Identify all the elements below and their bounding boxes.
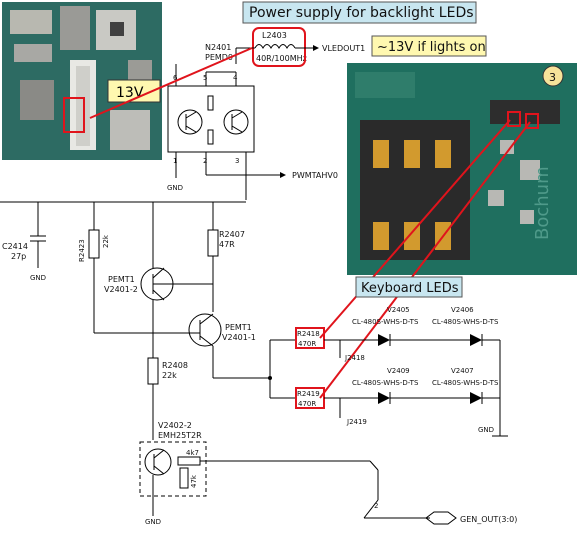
r2419-value: 470R	[298, 400, 316, 408]
pin-1-label: 1	[173, 157, 177, 165]
pemt1-b-part: V2401-1	[222, 333, 256, 342]
n2401-ref: N2401	[205, 43, 231, 52]
r2408-value: 22k	[162, 371, 177, 380]
photo-right: Bochum 3	[347, 63, 577, 275]
c2414-capacitor: C2414 27p GND	[2, 202, 46, 282]
pemt1-v2401-2: PEMT1 V2401-2	[104, 267, 213, 301]
v2402-ref: V2402-2	[158, 421, 192, 430]
callout-keyboard-leds: Keyboard LEDs	[355, 276, 463, 298]
gnd-n2401: GND	[167, 184, 183, 192]
pemt1-b-ref: PEMT1	[225, 323, 252, 332]
diagram-title: Power supply for backlight LEDs	[249, 5, 474, 21]
r2408-ref: R2408	[162, 361, 188, 370]
c2414-value: 27p	[11, 252, 26, 261]
v2407-part: CL-480S-WHS-D-TS	[432, 379, 499, 387]
pemt1-a-part: V2401-2	[104, 285, 138, 294]
n2401-block: N2401 PEMD9 6 5 4 1 2 3 GND	[167, 43, 255, 200]
l2403-ref: L2403	[262, 31, 287, 40]
bus-index: 2	[374, 502, 378, 510]
photo-right-highlight-b	[525, 113, 539, 129]
l2403-inductor: L2403 40R/100MHz VLEDOUT1	[235, 27, 365, 67]
l2403-value: 40R/100MHz	[256, 54, 307, 63]
label-13v: 13V	[116, 85, 144, 101]
r2423-value: 22k	[102, 234, 110, 248]
n2401-part: PEMD9	[205, 53, 233, 62]
gen-out-bus: 2 GEN_OUT(3:0)	[363, 460, 517, 525]
pemt1-a-ref: PEMT1	[108, 275, 135, 284]
pemt1-v2401-1: PEMT1 V2401-1	[188, 313, 270, 379]
r2407-ref: R2407	[219, 230, 245, 239]
r2418-branch: R2418 470R J2418 V2405 CL-480S-WHS-D-TS …	[270, 306, 500, 362]
v2406-part: CL-480S-WHS-D-TS	[432, 318, 499, 326]
photo-watermark: Bochum	[532, 166, 553, 240]
r2418-value: 470R	[298, 340, 316, 348]
v2402-2-block: V2402-2 EMH25T2R 4k7 47k GND	[139, 421, 370, 526]
v2405-part: CL-480S-WHS-D-TS	[352, 318, 419, 326]
r-4k7: 4k7	[186, 449, 199, 457]
r2418-ref: R2418	[297, 330, 320, 338]
r2419-branch: R2419 470R J2419 V2409 CL-480S-WHS-D-TS …	[270, 367, 500, 426]
photo-left	[2, 2, 162, 160]
r2419-ref: R2419	[297, 390, 320, 398]
r-47k: 47k	[190, 474, 198, 488]
v2405-ref: V2405	[387, 306, 410, 314]
callout-keyboard-text: Keyboard LEDs	[361, 281, 459, 296]
gen-out-label: GEN_OUT(3:0)	[460, 515, 517, 524]
vledout-label: VLEDOUT1	[322, 44, 365, 53]
gnd-c2414: GND	[30, 274, 46, 282]
pwm-label: PWMTAHV0	[292, 171, 338, 180]
r2423-resistor: R2423 22k	[78, 202, 190, 334]
j2418-label: J2418	[344, 354, 365, 362]
c2414-ref: C2414	[2, 242, 28, 251]
pin-5-label: 5	[203, 74, 207, 82]
j2419-label: J2419	[346, 418, 367, 426]
callout-13v-on-text: ~13V if lights on	[377, 40, 486, 55]
photo-marker-3: 3	[549, 71, 556, 84]
gnd-v2402: GND	[145, 518, 161, 526]
title-box: Power supply for backlight LEDs	[242, 1, 477, 24]
r2407-resistor: R2407 47R	[207, 202, 245, 312]
r2423-ref: R2423	[78, 239, 86, 262]
gnd-leds: GND	[478, 426, 494, 434]
r2408-resistor: R2408 22k	[147, 357, 188, 440]
photo-left-highlight	[63, 97, 85, 133]
v2409-part: CL-480S-WHS-D-TS	[352, 379, 419, 387]
pin-3-label: 3	[235, 157, 239, 165]
callout-13v-on: ~13V if lights on	[371, 35, 487, 57]
r2407-value: 47R	[219, 240, 235, 249]
pin-2-label: 2	[203, 157, 207, 165]
v2406-ref: V2406	[451, 306, 474, 314]
v2402-part: EMH25T2R	[158, 431, 202, 440]
v2409-ref: V2409	[387, 367, 410, 375]
photo-right-highlight-a	[507, 111, 521, 127]
v2407-ref: V2407	[451, 367, 474, 375]
r2418-highlight	[295, 327, 325, 349]
l2403-highlight	[252, 27, 306, 67]
